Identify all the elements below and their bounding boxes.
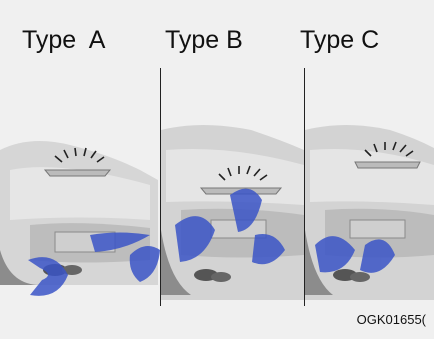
light-rays-icon (218, 165, 268, 181)
type-a-car-illustration (0, 110, 160, 310)
type-c-car-illustration (305, 110, 434, 310)
figure-code: OGK01655( (356, 312, 426, 327)
type-b-car-illustration (161, 110, 304, 310)
type-c-label: Type C (300, 26, 380, 54)
panel-divider (160, 68, 161, 306)
light-rays-icon (364, 141, 414, 157)
panel-divider (304, 68, 305, 306)
light-rays-icon (54, 147, 105, 163)
type-a-label: Type A (22, 26, 106, 54)
type-b-label: Type B (165, 26, 243, 54)
